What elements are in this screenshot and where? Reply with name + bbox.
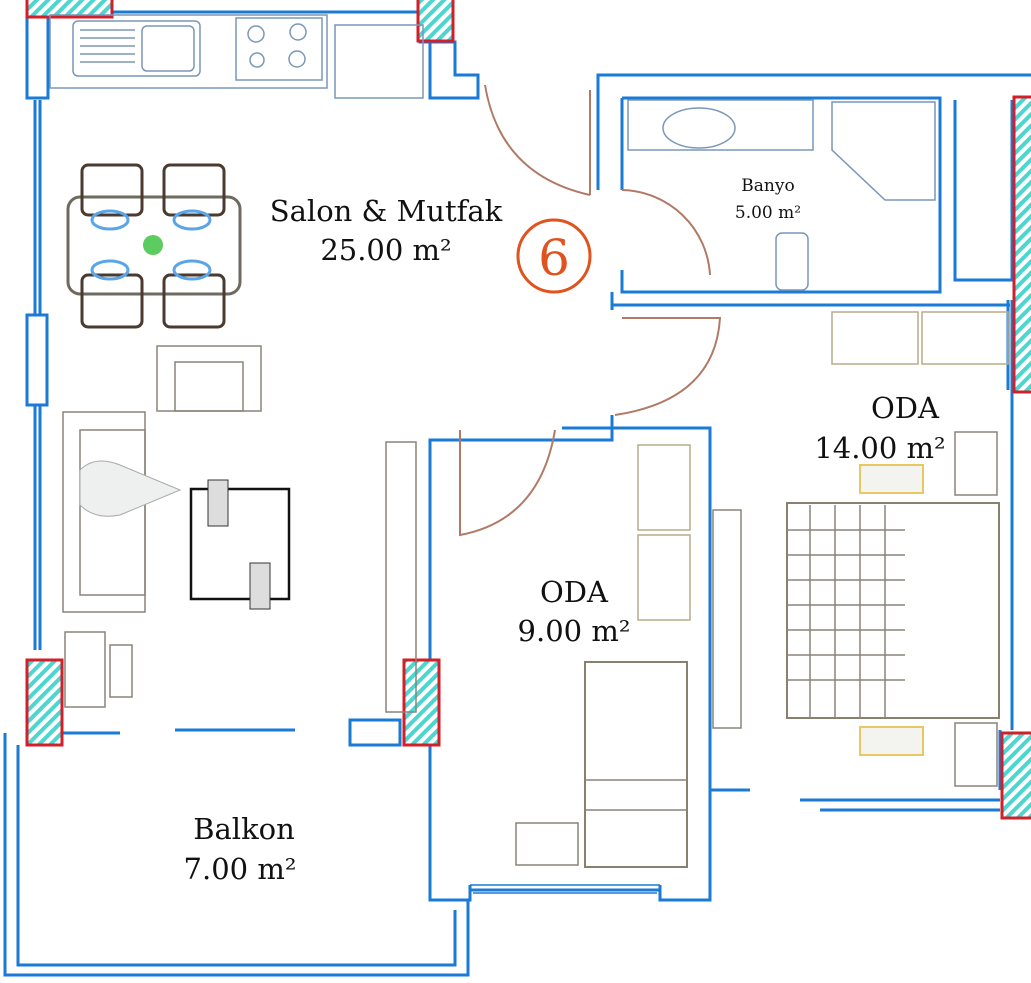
- unit-number-badge: 6: [516, 218, 592, 294]
- toilet-icon: [775, 232, 809, 291]
- kitchen-counter: [49, 14, 424, 99]
- room-area-balkon: 7.00 m²: [184, 852, 297, 886]
- bedroom-large-furniture: [786, 311, 1009, 787]
- doors: [459, 84, 722, 537]
- bedroom-small-furniture: [515, 444, 691, 868]
- room-area-oda-large: 14.00 m²: [814, 431, 945, 465]
- dining-table: [66, 163, 242, 329]
- structural-columns: [25, 0, 1031, 820]
- room-name-banyo: Banyo: [741, 176, 794, 196]
- coffee-table: [189, 487, 291, 601]
- room-area-salon: 25.00 m²: [320, 233, 451, 267]
- room-name-oda-small: ODA: [540, 575, 609, 609]
- room-name-oda-large: ODA: [871, 391, 940, 425]
- living-furniture: [62, 345, 742, 729]
- plant-icon: [143, 235, 163, 255]
- sink-icon: [141, 25, 195, 72]
- fridge-icon: [334, 24, 424, 99]
- room-name-balkon: Balkon: [193, 812, 295, 846]
- room-name-salon: Salon & Mutfak: [270, 194, 503, 228]
- bathroom-fixtures: [627, 99, 936, 291]
- room-area-oda-small: 9.00 m²: [518, 614, 631, 648]
- stove-icon: [235, 17, 323, 81]
- svg-text:6: 6: [538, 229, 570, 287]
- room-area-banyo: 5.00 m²: [735, 203, 801, 223]
